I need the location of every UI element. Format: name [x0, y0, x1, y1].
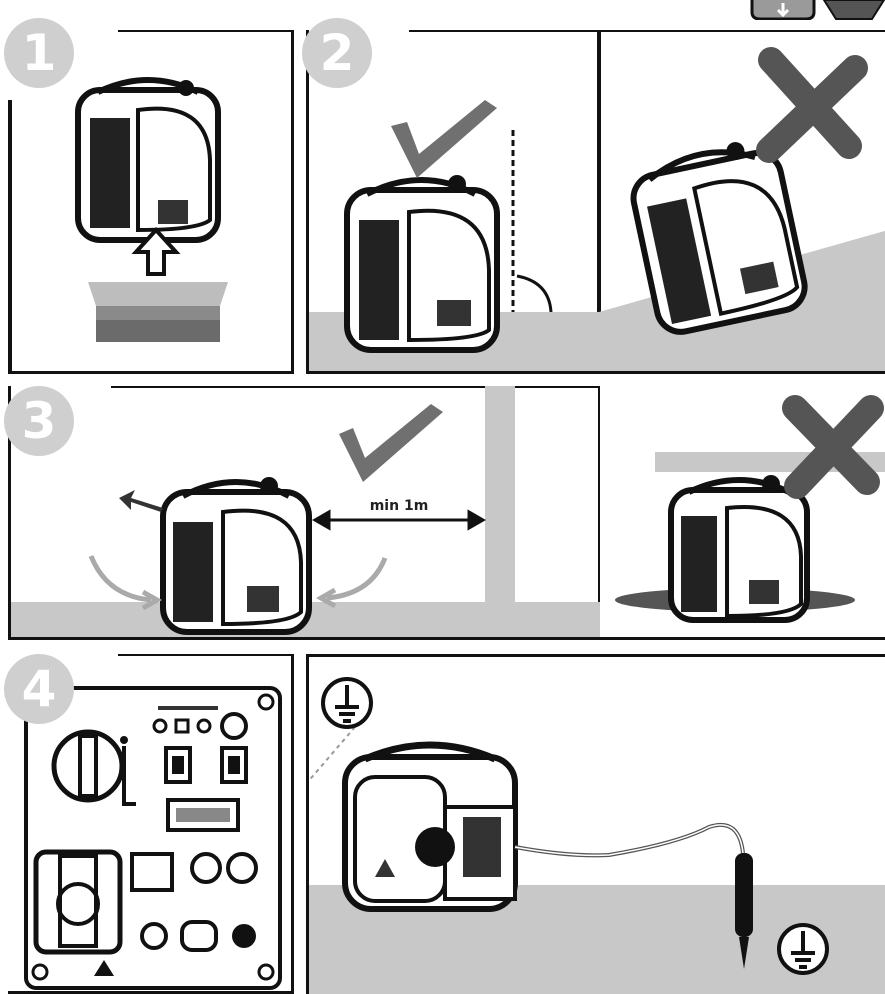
- generator-ventilated: [163, 477, 309, 632]
- step2-panel: [306, 30, 885, 374]
- step3-illustration: min 1m: [11, 386, 885, 640]
- exhaust-arrow: [119, 490, 163, 512]
- grounding-illustration: [309, 657, 885, 994]
- generator-lifted: [78, 80, 218, 240]
- check-icon: [339, 404, 443, 482]
- step3-panel: min 1m: [8, 386, 885, 640]
- step4-number: 4: [22, 660, 57, 718]
- ground-symbol-icon: [323, 679, 371, 727]
- angle-arc: [517, 276, 551, 312]
- ac-outlet: [36, 852, 120, 952]
- step1-number: 1: [22, 24, 57, 82]
- generator-enclosed: [671, 475, 807, 620]
- step2-illustration: [309, 30, 885, 374]
- header-icon-left: [748, 0, 818, 20]
- generator-level: [347, 175, 497, 350]
- step3-number: 3: [22, 392, 57, 450]
- step4-badge: 4: [4, 654, 74, 724]
- distance-label: min 1m: [370, 498, 429, 514]
- step3-badge: 3: [4, 386, 74, 456]
- engine-switch-dial: [54, 732, 136, 804]
- step2-number: 2: [320, 24, 355, 82]
- cardboard-box: [88, 282, 228, 342]
- check-icon: [391, 100, 497, 178]
- step2-badge: 2: [302, 18, 372, 88]
- ground-terminal: [232, 924, 256, 948]
- airflow-left: [91, 556, 151, 600]
- ground-symbol-icon: [779, 925, 827, 973]
- cross-icon: [769, 60, 855, 150]
- header-icon-right: [822, 0, 885, 20]
- distance-arrow: [315, 512, 483, 528]
- step4-grounding-panel: [306, 654, 885, 994]
- step1-badge: 1: [4, 18, 74, 88]
- generator-side-view: [345, 745, 515, 909]
- generator-tilted: [626, 134, 809, 336]
